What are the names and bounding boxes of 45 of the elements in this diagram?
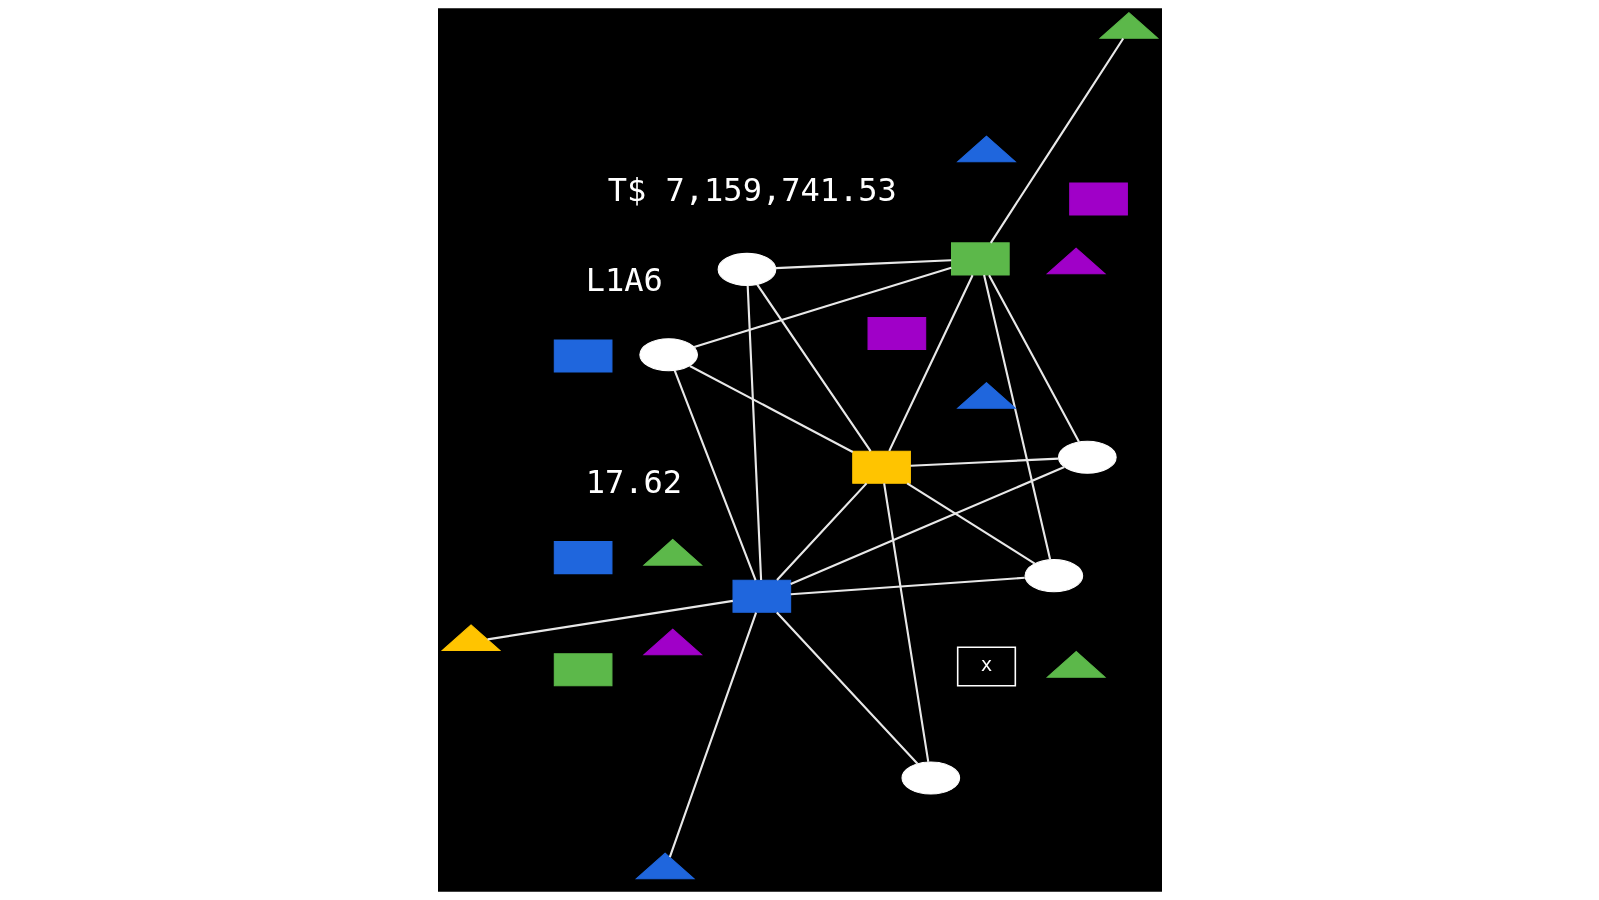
- node-box: [950, 242, 1010, 276]
- node-triangle: [955, 381, 1017, 409]
- node-box: [553, 339, 612, 373]
- connector: [790, 576, 1025, 596]
- node-box: [851, 450, 911, 484]
- node-triangle: [440, 624, 501, 652]
- node-box: [553, 653, 612, 687]
- connector: [688, 365, 853, 453]
- node-box: [553, 541, 612, 575]
- node-ellipse: [900, 761, 960, 795]
- node-triangle: [955, 135, 1017, 163]
- label: 17.62: [585, 462, 682, 501]
- connector: [775, 259, 951, 270]
- connector: [887, 274, 974, 452]
- node-triangle: [642, 628, 703, 656]
- label: L1A6: [585, 260, 663, 299]
- connector: [668, 612, 757, 858]
- connector: [746, 285, 762, 581]
- node-triangle: [1045, 247, 1106, 275]
- connector: [882, 483, 929, 763]
- connector: [982, 274, 1051, 560]
- connector: [693, 266, 952, 348]
- connector: [755, 284, 871, 452]
- node-triangle: [642, 538, 703, 566]
- node-ellipse: [1024, 559, 1083, 593]
- node-ellipse: [717, 252, 776, 286]
- connector: [910, 457, 1058, 467]
- node-box: x: [956, 646, 1016, 687]
- connector: [775, 482, 867, 581]
- connector: [906, 482, 1035, 565]
- node-box: [732, 579, 791, 613]
- connector: [987, 274, 1080, 443]
- node-box: [867, 317, 926, 351]
- connector: [989, 37, 1124, 244]
- connector: [486, 599, 733, 641]
- node-ellipse: [638, 338, 698, 372]
- node-triangle: [634, 852, 695, 880]
- node-triangle: [1098, 11, 1159, 39]
- connector: [775, 611, 918, 765]
- label: T$ 7,159,741.53: [607, 171, 897, 210]
- node-triangle: [1045, 650, 1106, 678]
- node-ellipse: [1057, 440, 1117, 474]
- connector: [789, 466, 1065, 585]
- node-box: [1068, 182, 1128, 216]
- connector: [673, 370, 757, 581]
